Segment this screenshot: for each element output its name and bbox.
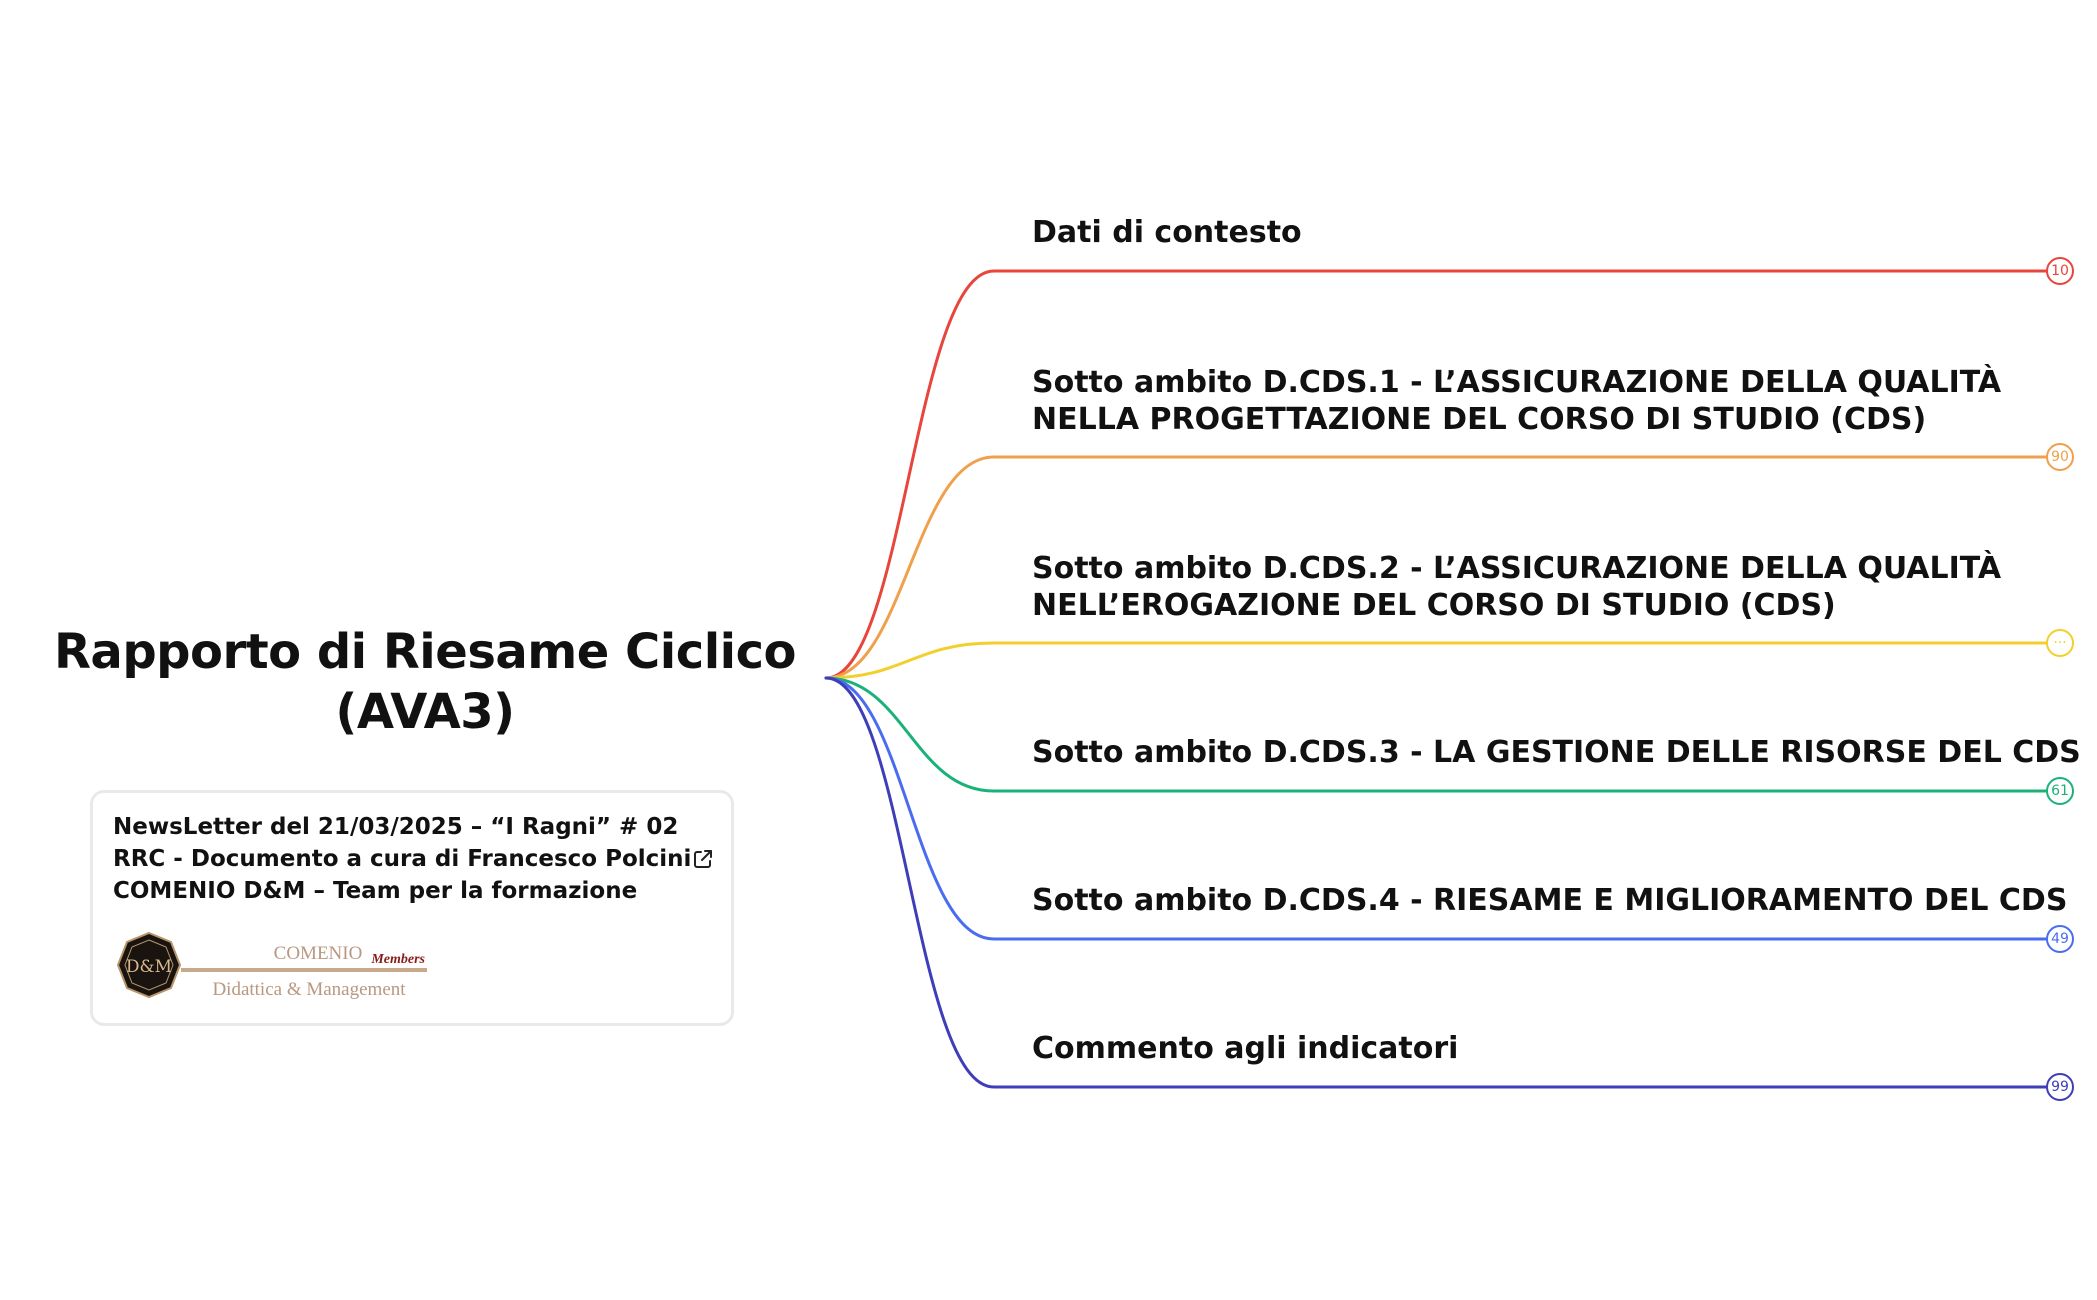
- branch-topic-2[interactable]: Sotto ambito D.CDS.1 - L’ASSICURAZIONE D…: [1032, 364, 2001, 438]
- newsletter-card: NewsLetter del 21/03/2025 – “I Ragni” # …: [90, 790, 734, 1026]
- logo-name: COMENIO: [274, 943, 363, 964]
- connector-branch-5: [824, 676, 2048, 941]
- branch-topic-5[interactable]: Sotto ambito D.CDS.4 - RIESAME E MIGLIOR…: [1032, 882, 2067, 919]
- card-line-newsletter: NewsLetter del 21/03/2025 – “I Ragni” # …: [113, 814, 679, 840]
- card-line-team: COMENIO D&M – Team per la formazione: [113, 878, 638, 904]
- branch-topic-line-1: Sotto ambito D.CDS.1 - L’ASSICURAZIONE D…: [1032, 365, 2002, 400]
- child-count-badge-1[interactable]: 10: [2046, 257, 2074, 285]
- branch-topic-line-1: Dati di contesto: [1032, 215, 1302, 250]
- branch-topic-line-1: Sotto ambito D.CDS.2 - L’ASSICURAZIONE D…: [1032, 551, 2002, 586]
- branch-topic-line-2: NELL’EROGAZIONE DEL CORSO DI STUDIO (CDS…: [1032, 588, 1836, 623]
- external-link-icon[interactable]: [691, 847, 715, 871]
- child-count-badge-2[interactable]: 90: [2046, 443, 2074, 471]
- logo-emblem: [116, 931, 182, 999]
- card-line-author: RRC - Documento a cura di Francesco Polc…: [113, 846, 692, 872]
- connector-branch-1: [824, 269, 2048, 680]
- branch-topic-4[interactable]: Sotto ambito D.CDS.3 - LA GESTIONE DELLE…: [1032, 734, 2081, 771]
- comenio-logo: D&M COMENIO Members Didattica & Manageme…: [116, 931, 427, 1000]
- logo-members-tag: Members: [370, 952, 425, 967]
- root-title-line-1: Rapporto di Riesame Ciclico: [53, 624, 797, 680]
- child-count-badge-4[interactable]: 61: [2046, 777, 2074, 805]
- logo-monogram: D&M: [126, 957, 172, 977]
- branch-topic-3[interactable]: Sotto ambito D.CDS.2 - L’ASSICURAZIONE D…: [1032, 550, 2001, 624]
- root-title-line-2: (AVA3): [335, 684, 515, 740]
- connector-branch-2: [824, 455, 2048, 680]
- branch-topic-1[interactable]: Dati di contesto: [1032, 214, 1302, 251]
- logo-subtitle: Didattica & Management: [212, 979, 406, 1000]
- child-count-badge-6[interactable]: 99: [2046, 1073, 2074, 1101]
- logo-divider: [181, 968, 427, 972]
- branch-topic-line-2: NELLA PROGETTAZIONE DEL CORSO DI STUDIO …: [1032, 402, 1927, 437]
- branch-topic-line-1: Commento agli indicatori: [1032, 1031, 1459, 1066]
- collapsed-more-badge[interactable]: ···: [2046, 629, 2074, 657]
- connector-branch-6: [824, 676, 2048, 1089]
- card-text: NewsLetter del 21/03/2025 – “I Ragni” # …: [113, 811, 711, 907]
- connector-branch-4: [824, 676, 2048, 793]
- branch-topic-line-1: Sotto ambito D.CDS.3 - LA GESTIONE DELLE…: [1032, 735, 2081, 770]
- connector-branch-3: [824, 641, 2048, 680]
- root-topic[interactable]: Rapporto di Riesame Ciclico (AVA3): [40, 622, 810, 742]
- branch-topic-6[interactable]: Commento agli indicatori: [1032, 1030, 1458, 1067]
- child-count-badge-5[interactable]: 49: [2046, 925, 2074, 953]
- branch-topic-line-1: Sotto ambito D.CDS.4 - RIESAME E MIGLIOR…: [1032, 883, 2068, 918]
